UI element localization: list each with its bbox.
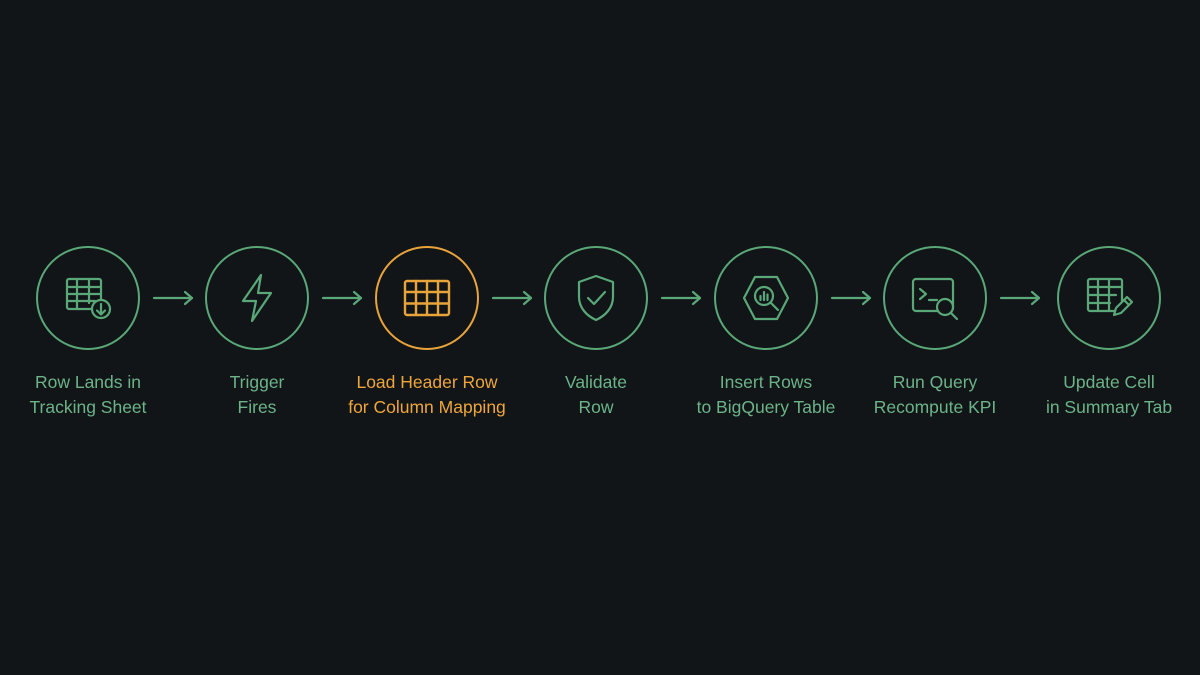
step-1-label-line1: Row Lands in	[34, 372, 142, 392]
step-7-label: Update Cell in Summary Tab	[1014, 370, 1200, 420]
step-1-label-line2: Tracking Sheet	[29, 397, 147, 417]
step-7-node	[1057, 246, 1161, 350]
shield-check-icon	[567, 269, 625, 327]
step-5-label-line2: to BigQuery Table	[696, 397, 836, 417]
step-5-label-line1: Insert Rows	[719, 372, 813, 392]
step-7-label-line1: Update Cell	[1063, 372, 1155, 392]
step-3-label-line2: for Column Mapping	[348, 397, 506, 417]
step-4-node	[544, 246, 648, 350]
step-6-label-line1: Run Query	[892, 372, 978, 392]
step-2-label-line1: Trigger	[229, 372, 285, 392]
arrow-6-icon	[999, 287, 1043, 309]
arrow-5-icon	[830, 287, 874, 309]
step-6-node	[883, 246, 987, 350]
step-1-node	[36, 246, 140, 350]
step-6-label-line2: Recompute KPI	[873, 397, 997, 417]
step-3-label: Load Header Row for Column Mapping	[332, 370, 522, 420]
step-2-node	[205, 246, 309, 350]
step-5-node	[714, 246, 818, 350]
table-grid-icon	[398, 269, 456, 327]
step-4-label-line2: Row	[578, 397, 614, 417]
step-4-label: Validate Row	[501, 370, 691, 420]
step-6-label: Run Query Recompute KPI	[840, 370, 1030, 420]
terminal-search-icon	[906, 269, 964, 327]
arrow-3-icon	[491, 287, 535, 309]
step-2-label-line2: Fires	[237, 397, 277, 417]
step-5-label: Insert Rows to BigQuery Table	[671, 370, 861, 420]
step-7-label-line2: in Summary Tab	[1045, 397, 1173, 417]
arrow-4-icon	[660, 287, 704, 309]
lightning-bolt-icon	[228, 269, 286, 327]
step-4-label-line1: Validate	[565, 372, 627, 392]
arrow-2-icon	[321, 287, 365, 309]
step-3-label-line1: Load Header Row	[356, 372, 498, 392]
arrow-1-icon	[152, 287, 196, 309]
bigquery-icon	[737, 269, 795, 327]
step-1-label: Row Lands in Tracking Sheet	[0, 370, 183, 420]
spreadsheet-download-icon	[59, 269, 117, 327]
step-3-node	[375, 246, 479, 350]
step-2-label: Trigger Fires	[162, 370, 352, 420]
spreadsheet-edit-icon	[1080, 269, 1138, 327]
